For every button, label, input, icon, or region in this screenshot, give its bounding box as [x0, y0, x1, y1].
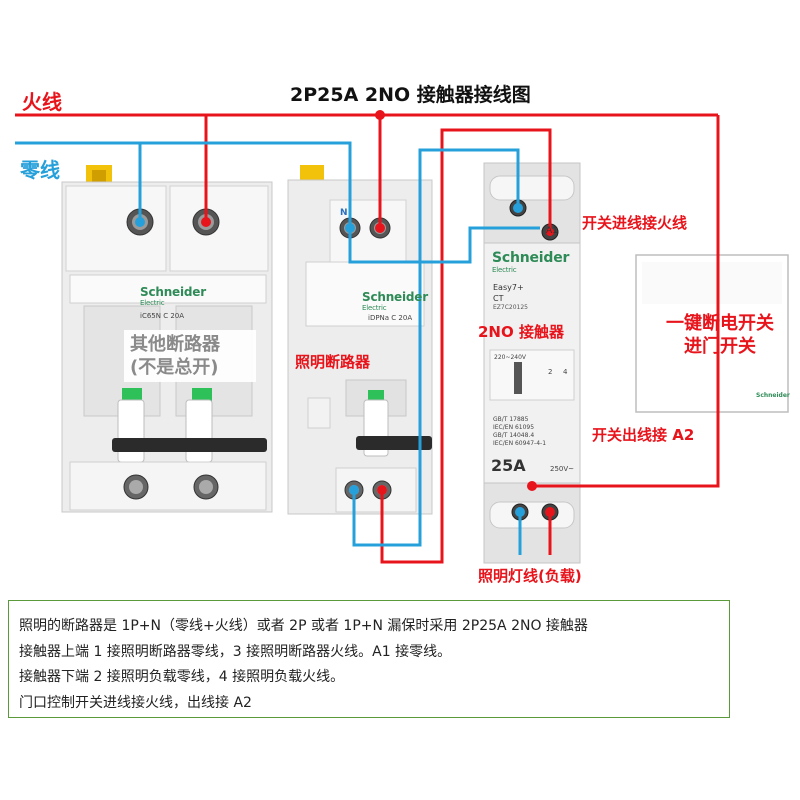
contactor-terminal-3: [546, 228, 554, 236]
load-annotation: 照明灯线(负载): [478, 567, 582, 585]
contactor-terminal-2: [515, 507, 525, 517]
contactor-standards: GB/T 17885 IEC/EN 61095 GB/T 14048.4 IEC…: [493, 416, 547, 447]
lighting-neutral-terminal: [345, 223, 355, 233]
main-breaker-live-terminal: [201, 217, 211, 227]
contactor-a1-label: A1: [546, 226, 558, 236]
main-breaker-label-bg: [124, 330, 256, 382]
contactor-contact-2: 2: [548, 368, 553, 376]
contactor-label: 2NO 接触器: [478, 323, 564, 341]
main-breaker-label: 其他断路器 (不是总开): [130, 334, 220, 378]
wall-switch-label: 一键断电开关 进门开关: [666, 313, 774, 357]
notes-box: 照明的断路器是 1P+N（零线+火线）或者 2P 或者 1P+N 漏保时采用 2…: [8, 600, 730, 718]
wall-switch-brand: Schneider: [756, 392, 790, 399]
contactor-contact-4: 4: [563, 368, 568, 376]
live-junction: [375, 110, 385, 120]
main-breaker-model: iC65N C 20A: [140, 312, 185, 320]
lighting-breaker: [287, 165, 433, 515]
note-line: 接触器下端 2 接照明负载零线，4 接照明负载火线。: [19, 669, 345, 685]
contactor-series: Easy7+: [493, 283, 524, 292]
contactor-terminal-1: [513, 203, 523, 213]
live-wire-label: 火线: [22, 90, 62, 114]
neutral-wire-label: 零线: [20, 158, 60, 182]
lighting-breaker-label: 照明断路器: [295, 353, 371, 371]
main-breaker-neutral-terminal: [135, 217, 145, 227]
contactor-rating-voltage: 250V~: [550, 465, 575, 473]
contactor-part: EZ7C20125: [493, 304, 528, 311]
live-wires: [15, 113, 720, 564]
main-breaker: [61, 165, 273, 513]
note-line: 门口控制开关进线接火线，出线接 A2: [19, 694, 252, 711]
switch-in-annotation: 开关进线接火线: [582, 214, 688, 232]
lighting-neutral-out: [349, 485, 359, 495]
note-line: 照明的断路器是 1P+N（零线+火线）或者 2P 或者 1P+N 漏保时采用 2…: [19, 618, 588, 634]
contactor-type: CT: [493, 294, 504, 303]
contactor-terminal-4: [545, 507, 555, 517]
lighting-breaker-model: iDPNa C 20A: [368, 314, 413, 322]
switch-out-annotation: 开关出线接 A2: [592, 426, 695, 444]
lighting-terminal-n: N: [340, 208, 348, 218]
contactor-rating: 25A: [491, 456, 526, 475]
lighting-live-out: [377, 485, 387, 495]
contactor-body: [483, 162, 581, 564]
neutral-wires: [15, 141, 540, 555]
contactor-a2-terminal: [527, 481, 537, 491]
diagram-title: 2P25A 2NO 接触器接线图: [290, 84, 531, 106]
note-line: 接触器上端 1 接照明断路器零线，3 接照明断路器火线。A1 接零线。: [19, 643, 452, 660]
wall-switch: [635, 254, 789, 413]
lighting-live-terminal: [375, 223, 385, 233]
contactor-voltage: 220~240V: [494, 354, 527, 361]
